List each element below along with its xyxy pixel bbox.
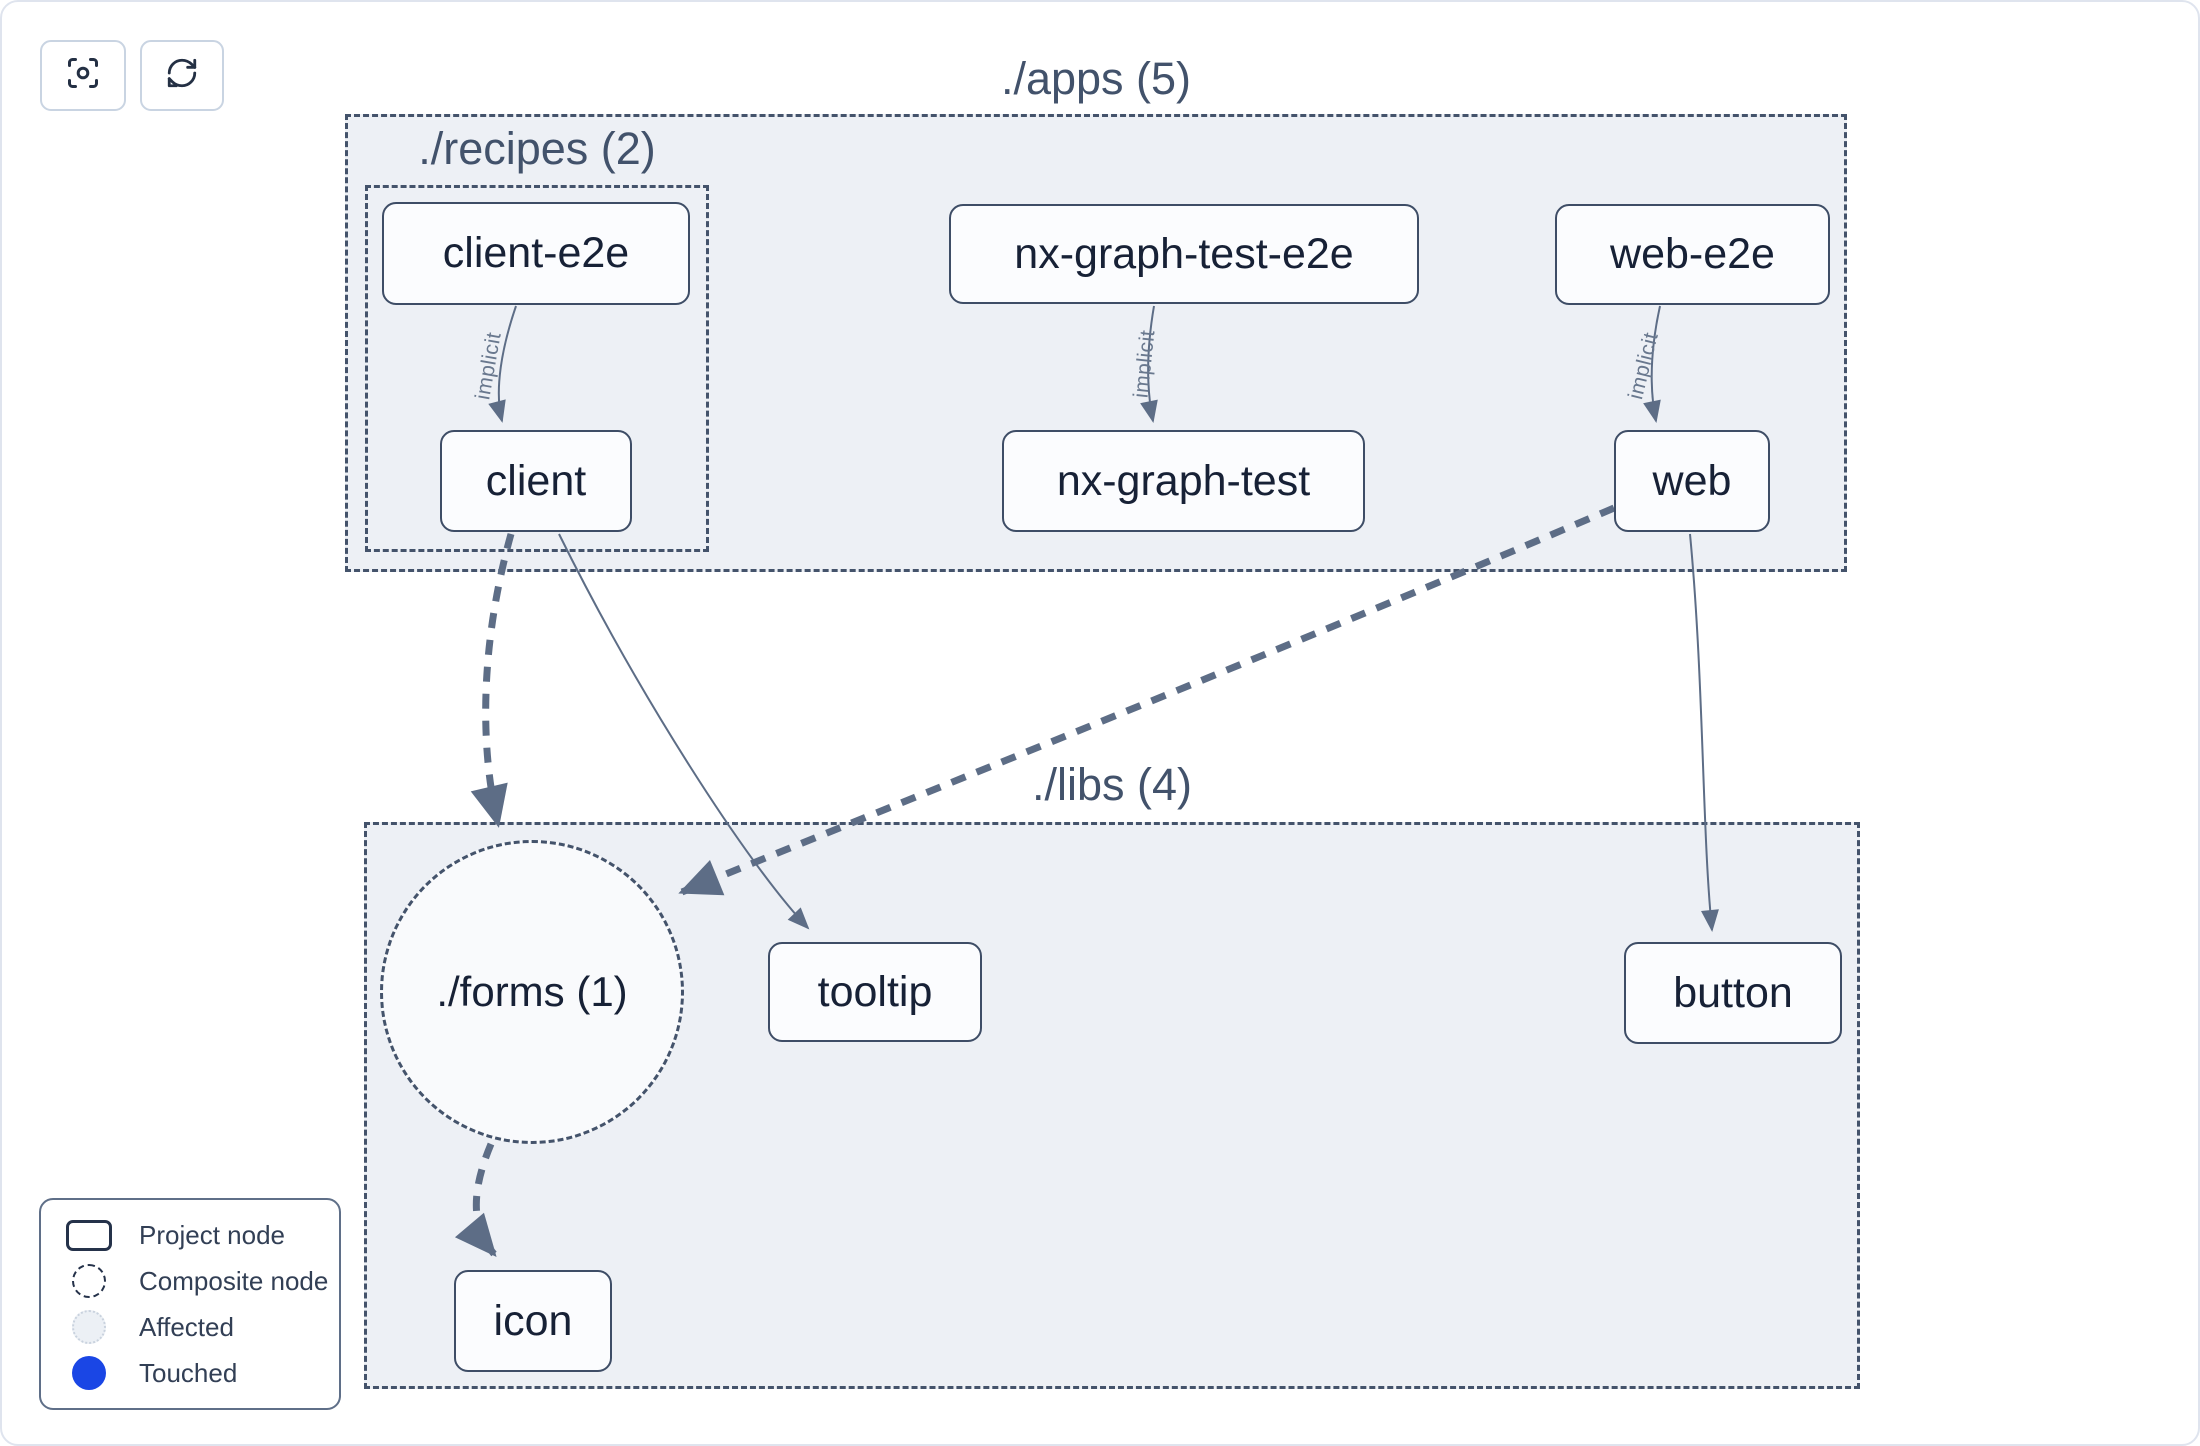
edge-web-forms (678, 504, 1616, 896)
focus-button[interactable] (40, 40, 126, 111)
affected-swatch (72, 1310, 106, 1344)
node-nx-graph-test-e2e[interactable]: nx-graph-test-e2e (949, 204, 1419, 304)
focus-icon (65, 55, 101, 96)
node-web[interactable]: web (1614, 430, 1770, 532)
legend-item-touched: Touched (65, 1353, 329, 1393)
legend-label: Project node (139, 1219, 285, 1250)
composite-node-swatch (72, 1264, 106, 1298)
refresh-button[interactable] (140, 40, 224, 111)
node-nx-graph-test[interactable]: nx-graph-test (1002, 430, 1365, 532)
legend-label: Composite node (139, 1265, 329, 1296)
node-icon[interactable]: icon (454, 1270, 612, 1372)
edge-client-e2e-client (488, 305, 517, 423)
edge-web-e2e-web (1643, 305, 1661, 423)
edge-nx-graph-test-e2e-nx-graph-test (1140, 305, 1158, 423)
edge-web-button (1689, 533, 1719, 932)
node-tooltip[interactable]: tooltip (768, 942, 982, 1042)
legend: Project node Composite node Affected Tou… (39, 1198, 341, 1410)
node-web-e2e[interactable]: web-e2e (1555, 204, 1830, 305)
group-apps-label: ./apps (5) (1000, 53, 1192, 104)
node-client[interactable]: client (440, 430, 632, 532)
group-libs-label: ./libs (4) (1031, 759, 1193, 810)
node-client-e2e[interactable]: client-e2e (382, 202, 690, 305)
legend-item-affected: Affected (65, 1307, 329, 1347)
edge-forms-icon (454, 1142, 497, 1258)
legend-label: Affected (139, 1311, 234, 1342)
composite-node-forms[interactable]: ./forms (1) (380, 840, 684, 1144)
refresh-icon (165, 56, 199, 95)
node-button[interactable]: button (1624, 942, 1842, 1044)
group-recipes-label: ./recipes (2) (418, 123, 656, 174)
legend-item-project-node: Project node (65, 1215, 329, 1255)
legend-item-composite-node: Composite node (65, 1261, 329, 1301)
legend-label: Touched (139, 1357, 238, 1388)
edge-client-tooltip (558, 533, 810, 930)
project-node-swatch (66, 1219, 112, 1251)
touched-swatch (72, 1356, 106, 1390)
